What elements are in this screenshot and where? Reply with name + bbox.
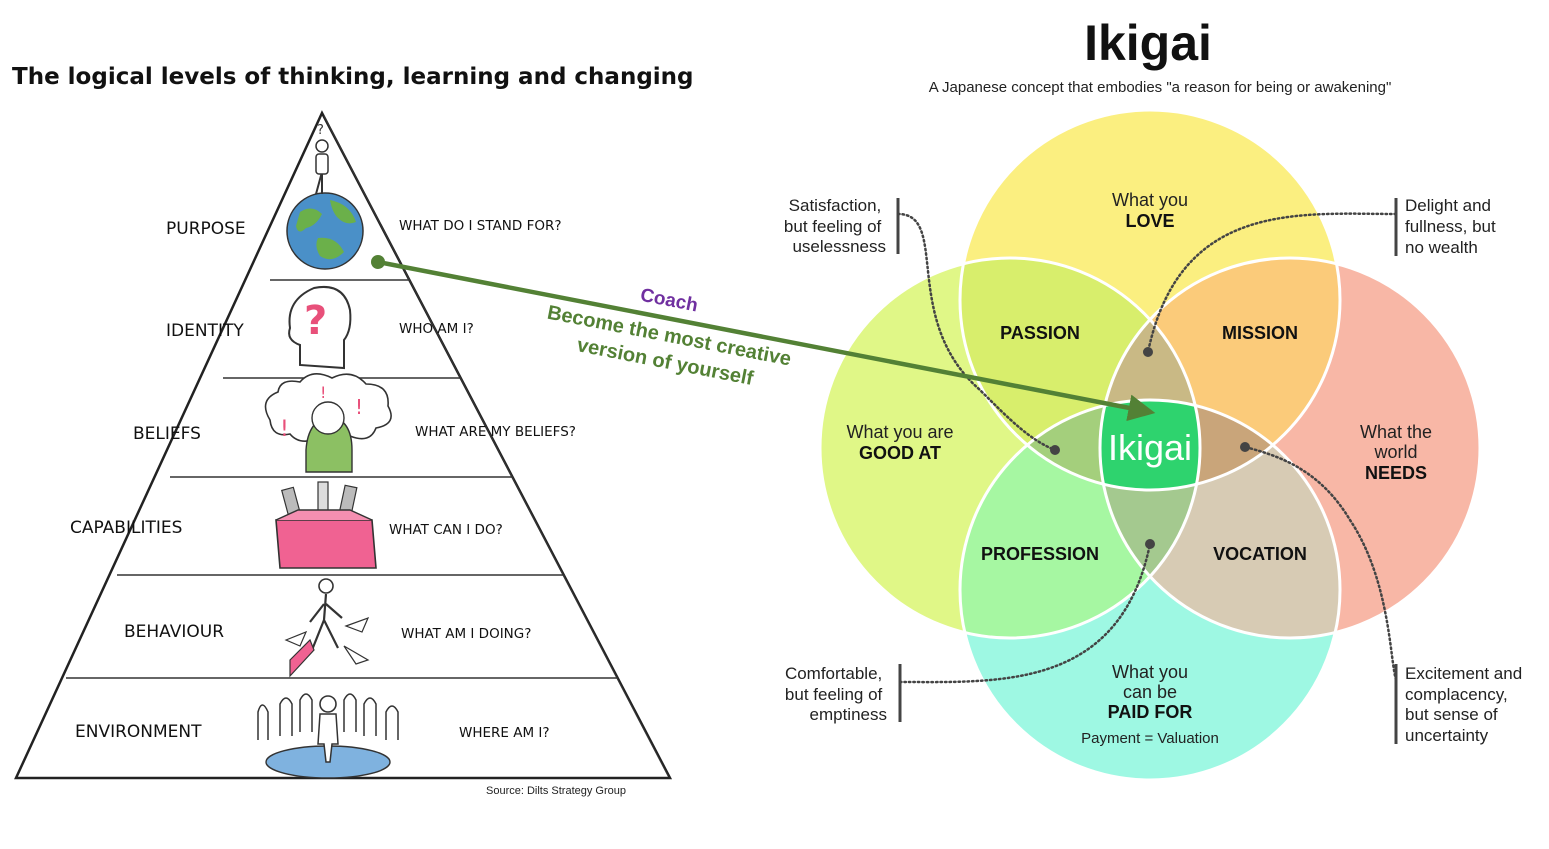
coach-label: Coach bbox=[639, 285, 700, 317]
ikigai-title: Ikigai bbox=[1084, 15, 1212, 71]
callout-bottom-right-line: Excitement and bbox=[1405, 664, 1522, 683]
callout-bottom-left-line: but feeling of bbox=[785, 685, 883, 704]
level-question: WHAT CAN I DO? bbox=[389, 522, 503, 538]
ikigai-subtitle: A Japanese concept that embodies "a reas… bbox=[929, 79, 1392, 96]
good-label-line2: GOOD AT bbox=[859, 443, 941, 463]
paid-label-line4: Payment = Valuation bbox=[1081, 730, 1219, 747]
needs-label-line3: NEEDS bbox=[1365, 463, 1427, 483]
mission-label: MISSION bbox=[1222, 323, 1298, 343]
leader-line bbox=[1146, 212, 1398, 354]
coach-arrow bbox=[377, 259, 1156, 422]
needs-label-line2: world bbox=[1373, 442, 1417, 462]
svg-text:!: ! bbox=[280, 417, 289, 442]
svg-text:?: ? bbox=[304, 298, 327, 344]
level-question: WHAT ARE MY BELIEFS? bbox=[415, 424, 576, 440]
callout-bottom-right-line: complacency, bbox=[1405, 685, 1508, 704]
leader-dot bbox=[1145, 539, 1155, 549]
callout-top-left-line: Satisfaction, bbox=[789, 196, 882, 215]
leader-line bbox=[896, 212, 1057, 452]
callout-bottom-left-line: emptiness bbox=[810, 705, 887, 724]
coach-arrow-start-dot bbox=[371, 255, 385, 269]
crowd-icon bbox=[257, 693, 399, 779]
logical-levels-pyramid: The logical levels of thinking, learning… bbox=[12, 64, 694, 797]
level-name: BEHAVIOUR bbox=[124, 622, 224, 642]
callout-bottom-right-line: uncertainty bbox=[1405, 726, 1489, 745]
callout-bottom-left-line: Comfortable, bbox=[785, 664, 882, 683]
callout-bottom-right-line: but sense of bbox=[1405, 705, 1498, 724]
leader-dot bbox=[1240, 442, 1250, 452]
paid-label-line1: What you bbox=[1112, 662, 1188, 682]
leader-dot bbox=[1143, 347, 1153, 357]
level-question: WHERE AM I? bbox=[459, 725, 550, 741]
level-name: ENVIRONMENT bbox=[75, 722, 202, 742]
walking-arrows-icon bbox=[284, 578, 370, 678]
ikigai-regions bbox=[820, 110, 1480, 780]
needs-label-line1: What the bbox=[1360, 422, 1432, 442]
pyramid-title: The logical levels of thinking, learning… bbox=[12, 64, 694, 90]
level-question: WHO AM I? bbox=[399, 321, 474, 337]
level-question: WHAT AM I DOING? bbox=[401, 626, 531, 642]
leader-line bbox=[898, 542, 1152, 684]
svg-text:Comfortable, but feeling: Comfortable, but feeling of emptiness bbox=[785, 664, 887, 724]
level-question: WHAT DO I STAND FOR? bbox=[399, 218, 562, 234]
globe-person-icon: ? bbox=[286, 123, 364, 270]
svg-text:!: ! bbox=[355, 395, 363, 419]
thought-cloud-icon: ! ! ! bbox=[264, 373, 392, 473]
toolbox-icon bbox=[275, 481, 377, 569]
circle-love-outline bbox=[958, 108, 1342, 492]
svg-text:Satisfaction, but feelin: Satisfaction, but feeling of uselessness bbox=[784, 196, 886, 256]
profession-label: PROFESSION bbox=[981, 544, 1099, 564]
level-name: IDENTITY bbox=[166, 321, 244, 341]
ikigai-diagram: Ikigai A Japanese concept that embodies … bbox=[784, 15, 1527, 782]
love-label-line2: LOVE bbox=[1125, 211, 1174, 231]
vocation-label: VOCATION bbox=[1213, 544, 1307, 564]
ikigai-center-label: Ikigai bbox=[1108, 427, 1192, 468]
leader-dot bbox=[1050, 445, 1060, 455]
svg-text:Delight and fullness, bu: Delight and fullness, but no wealth bbox=[1405, 196, 1500, 257]
paid-label-line2: can be bbox=[1123, 682, 1177, 702]
callout-top-left-line: but feeling of bbox=[784, 217, 882, 236]
callout-top-right-line: no wealth bbox=[1405, 238, 1478, 257]
level-name: PURPOSE bbox=[166, 219, 246, 239]
callout-top-right-line: fullness, but bbox=[1405, 217, 1496, 236]
good-label-line1: What you are bbox=[846, 422, 953, 442]
callout-top-right-line: Delight and bbox=[1405, 196, 1491, 215]
pyramid-source: Source: Dilts Strategy Group bbox=[486, 785, 626, 797]
paid-label-line3: PAID FOR bbox=[1108, 702, 1193, 722]
svg-text:?: ? bbox=[317, 123, 324, 138]
svg-text:Excitement and complacen: Excitement and complacency, but sense of… bbox=[1405, 664, 1527, 745]
love-label-line1: What you bbox=[1112, 190, 1188, 210]
callout-top-left-line: uselessness bbox=[792, 237, 886, 256]
svg-text:!: ! bbox=[320, 383, 326, 402]
circle-good-outline bbox=[818, 256, 1202, 640]
level-name: BELIEFS bbox=[133, 424, 201, 444]
leader-line bbox=[1243, 445, 1398, 682]
level-name: CAPABILITIES bbox=[70, 518, 182, 538]
head-question-icon: ? bbox=[288, 286, 352, 370]
circle-needs-outline bbox=[1098, 256, 1482, 640]
passion-label: PASSION bbox=[1000, 323, 1080, 343]
